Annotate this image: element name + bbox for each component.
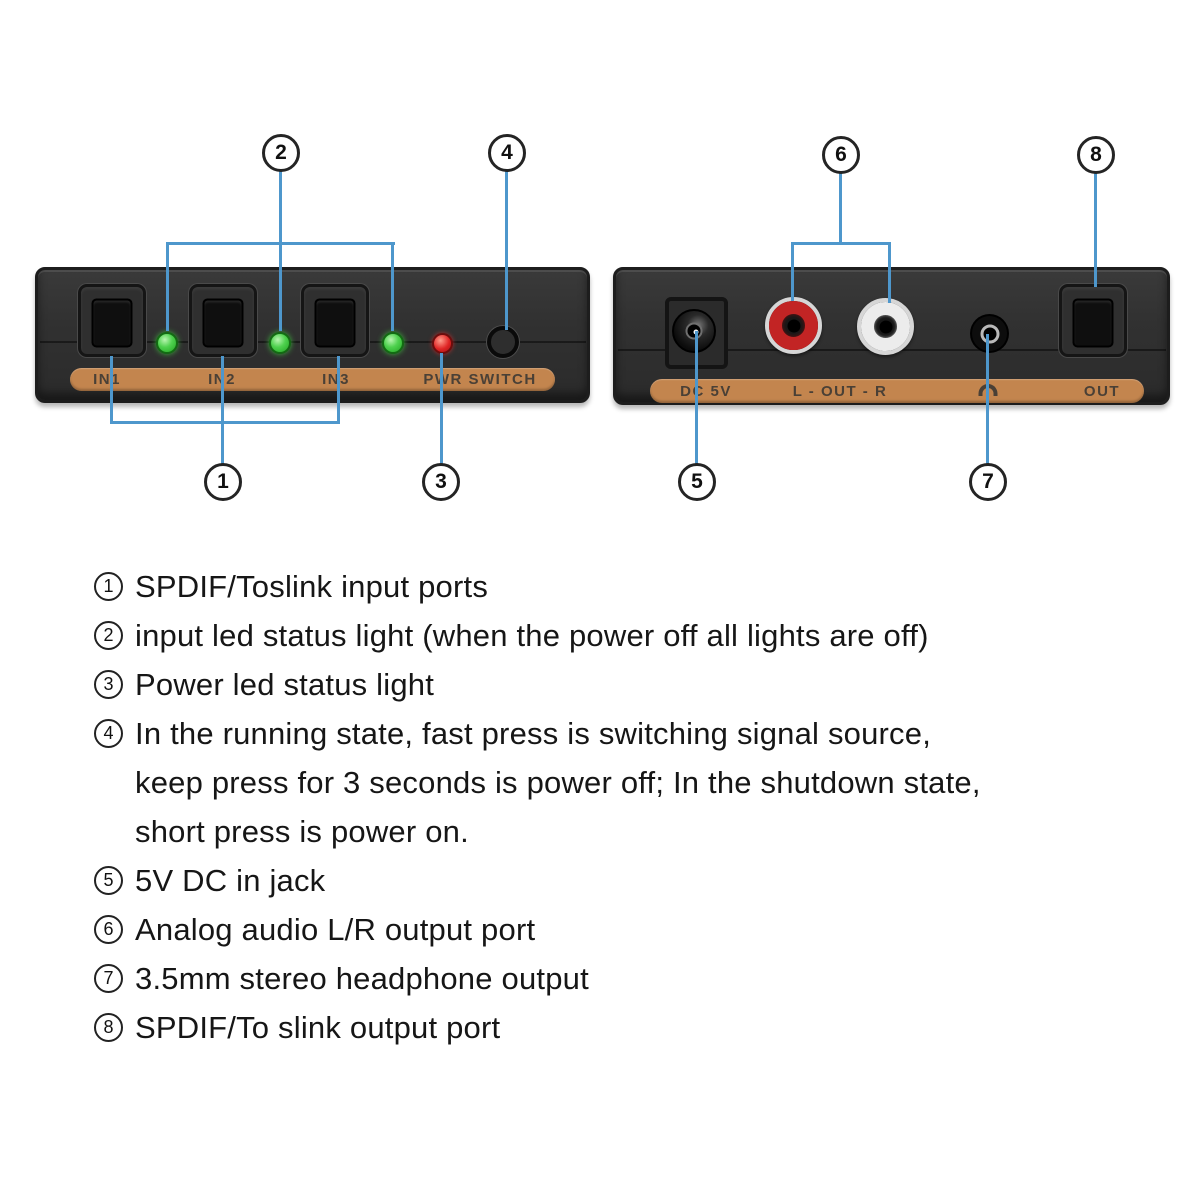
legend-num-1: 1: [94, 572, 123, 601]
toslink-input-port-2-opening: [202, 297, 244, 347]
callout-5: 5: [678, 463, 716, 501]
legend-text-3: Power led status light: [135, 667, 435, 702]
rca-right-jack: [857, 298, 914, 355]
callout-4-line: [505, 170, 508, 330]
power-led: [432, 333, 453, 354]
legend-text-2: input led status light (when the power o…: [135, 618, 929, 653]
rca-left-jack: [765, 297, 822, 354]
legend-item-3: 3 Power led status light: [94, 660, 1124, 709]
legend-text-8: SPDIF/To slink output port: [135, 1010, 501, 1045]
toslink-input-port-3: [301, 284, 369, 357]
callout-8-line: [1094, 173, 1097, 287]
callout-5-line: [695, 331, 698, 467]
legend-num-2: 2: [94, 621, 123, 650]
callout-3-line: [440, 353, 443, 467]
toslink-input-port-1-opening: [91, 297, 133, 347]
callout-6-bracket: [791, 242, 891, 245]
legend-text-6: Analog audio L/R output port: [135, 912, 536, 947]
front-label-strip: [70, 368, 555, 391]
legend-text-4: In the running state, fast press is swit…: [135, 709, 981, 856]
callout-4: 4: [488, 134, 526, 172]
legend-item-2: 2 input led status light (when the power…: [94, 611, 1124, 660]
legend-text-4-line-3: short press is power on.: [135, 814, 469, 849]
legend-num-8: 8: [94, 1013, 123, 1042]
callout-1-bracket: [110, 421, 340, 424]
toslink-output-port-opening: [1072, 297, 1114, 347]
callout-6: 6: [822, 136, 860, 174]
legend-item-7: 7 3.5mm stereo headphone output: [94, 954, 1124, 1003]
legend-item-8: 8 SPDIF/To slink output port: [94, 1003, 1124, 1052]
callout-2: 2: [262, 134, 300, 172]
label-out: OUT: [1083, 383, 1121, 400]
legend-item-6: 6 Analog audio L/R output port: [94, 905, 1124, 954]
callout-2-branch-left: [166, 242, 169, 331]
callout-1-branch-left: [110, 356, 113, 424]
dc-jack: [672, 309, 716, 353]
legend-text-5: 5V DC in jack: [135, 863, 326, 898]
toslink-input-port-1: [78, 284, 146, 357]
callout-7: 7: [969, 463, 1007, 501]
callout-3: 3: [422, 463, 460, 501]
legend-item-1: 1 SPDIF/Toslink input ports: [94, 562, 1124, 611]
callout-1: 1: [204, 463, 242, 501]
legend-num-5: 5: [94, 866, 123, 895]
label-l-out-r: L - OUT - R: [792, 383, 888, 400]
callout-1-branch-right: [337, 356, 340, 424]
legend: 1 SPDIF/Toslink input ports 2 input led …: [94, 562, 1124, 1052]
legend-text-4-line-2: keep press for 3 seconds is power off; I…: [135, 765, 981, 800]
legend-text-7: 3.5mm stereo headphone output: [135, 961, 589, 996]
legend-num-7: 7: [94, 964, 123, 993]
callout-2-branch-right: [391, 242, 394, 331]
legend-num-6: 6: [94, 915, 123, 944]
input-led-2: [269, 332, 291, 354]
callout-6-line: [839, 172, 842, 244]
toslink-input-port-3-opening: [314, 297, 356, 347]
legend-item-4: 4 In the running state, fast press is sw…: [94, 709, 1124, 856]
label-in1: IN1: [93, 371, 121, 388]
toslink-input-port-2: [189, 284, 257, 357]
callout-8: 8: [1077, 136, 1115, 174]
legend-num-3: 3: [94, 670, 123, 699]
callout-2-line: [279, 170, 282, 331]
dc-jack-hole: [685, 322, 703, 340]
legend-text-1: SPDIF/Toslink input ports: [135, 569, 489, 604]
label-pwr-switch: PWR SWITCH: [423, 371, 537, 388]
input-led-1: [156, 332, 178, 354]
callout-2-bracket: [166, 242, 395, 245]
label-in3: IN3: [322, 371, 350, 388]
callout-7-line: [986, 334, 989, 467]
label-dc-5v: DC 5V: [680, 383, 732, 400]
callout-6-branch-right: [888, 242, 891, 303]
legend-item-5: 5 5V DC in jack: [94, 856, 1124, 905]
headphone-jack: [972, 316, 1007, 351]
back-label-strip: [650, 379, 1144, 403]
toslink-output-port: [1059, 284, 1127, 357]
callout-6-branch-left: [791, 242, 794, 301]
callout-1-line: [221, 356, 224, 467]
legend-num-4: 4: [94, 719, 123, 748]
legend-text-4-line-1: In the running state, fast press is swit…: [135, 716, 932, 751]
input-led-3: [382, 332, 404, 354]
power-switch-button: [487, 326, 519, 358]
